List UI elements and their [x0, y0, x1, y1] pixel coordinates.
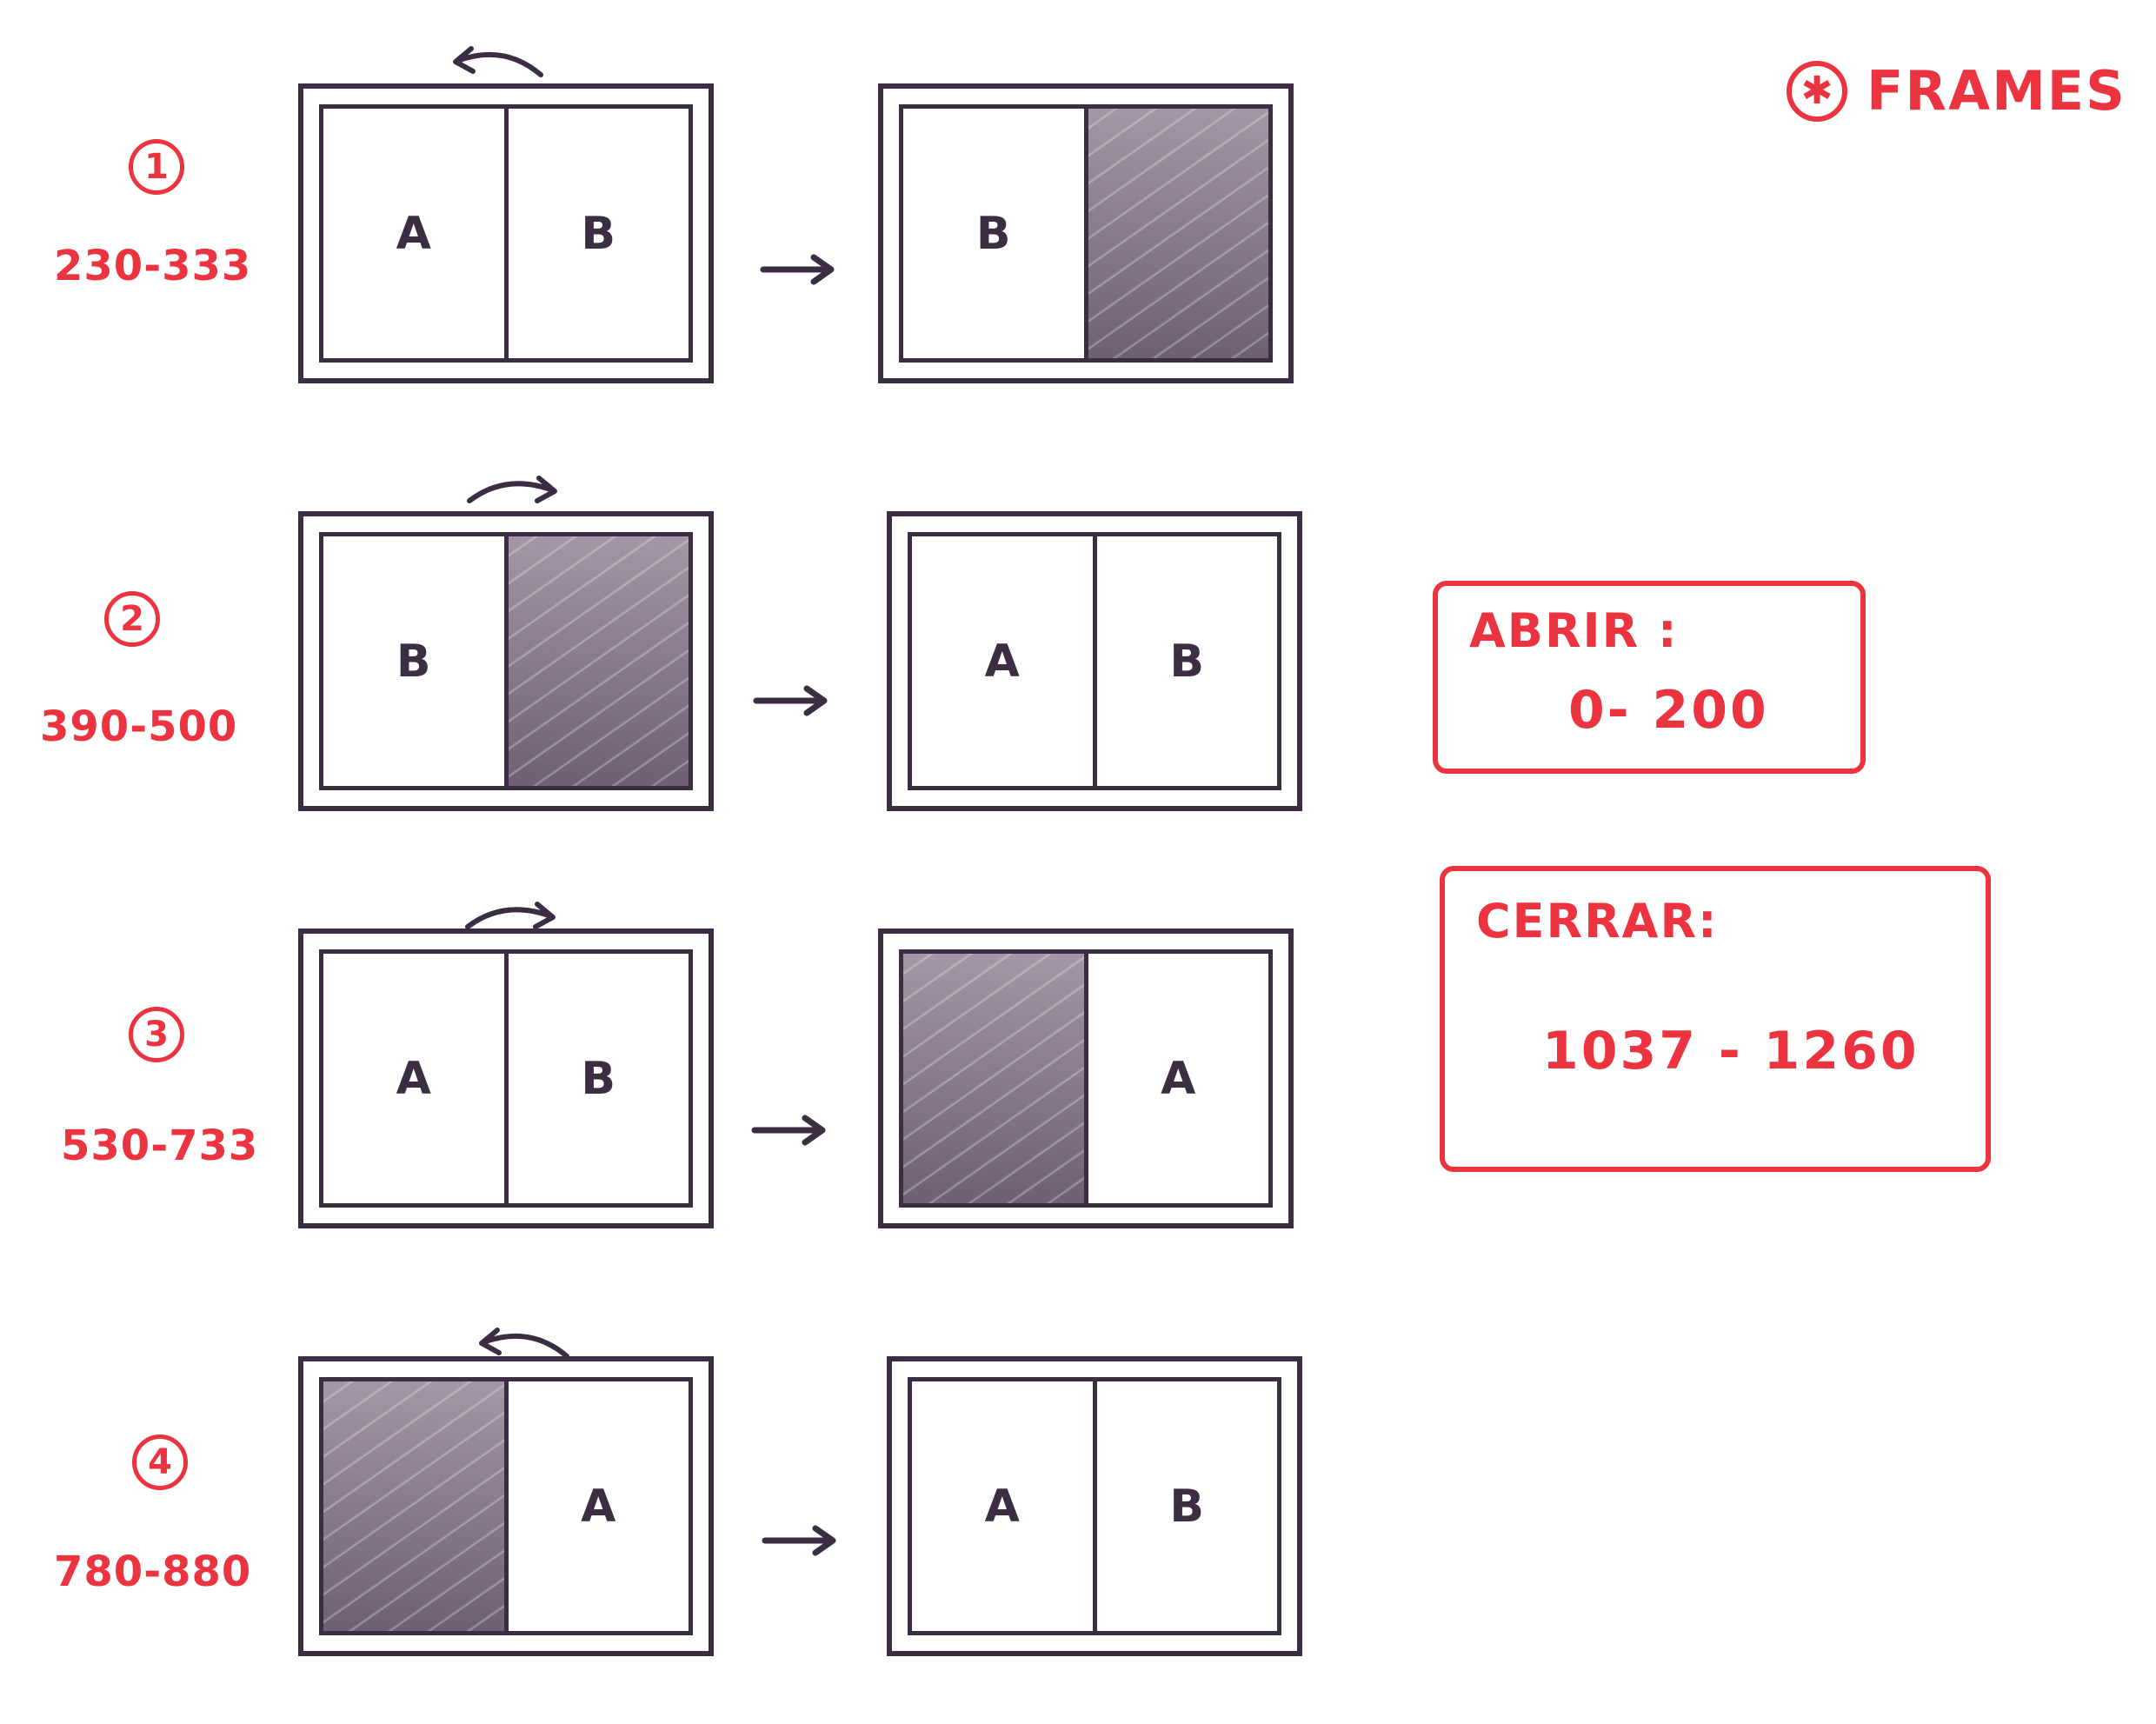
- right-panel-shaded: [1083, 109, 1268, 358]
- swing-right-arrow-icon: [467, 476, 557, 503]
- title: ✱ FRAMES: [1787, 59, 2126, 123]
- left-panel: B: [396, 635, 431, 688]
- open-note-value: 0- 200: [1568, 680, 1769, 741]
- step-number: 2: [104, 591, 160, 647]
- right-panel: A: [503, 1381, 689, 1631]
- right-arrow-icon: [753, 685, 828, 716]
- window-before: B: [298, 511, 714, 811]
- window-frame: B: [319, 532, 693, 790]
- asterisk-circle-icon: ✱: [1787, 60, 1847, 122]
- step-number: 4: [132, 1434, 188, 1490]
- title-text: FRAMES: [1867, 59, 2126, 123]
- right-panel: B: [1092, 1381, 1278, 1631]
- close-note: CERRAR: 1037 - 1260: [1440, 866, 1991, 1172]
- left-panel: A: [984, 1480, 1020, 1533]
- swing-right-arrow-icon: [465, 902, 556, 929]
- right-arrow-icon: [760, 254, 835, 285]
- right-panel: B: [503, 954, 689, 1203]
- right-arrow-icon: [762, 1525, 836, 1556]
- window-frame: A: [899, 949, 1273, 1208]
- right-panel-shaded: [503, 536, 689, 786]
- frame-range: 530-733: [61, 1122, 259, 1170]
- window-frame: B: [899, 104, 1273, 363]
- right-panel: B: [503, 109, 689, 358]
- frame-range: 390-500: [40, 702, 238, 751]
- swing-left-arrow-icon: [479, 1328, 569, 1359]
- step-number: 3: [129, 1007, 184, 1062]
- close-note-label: CERRAR:: [1476, 894, 1719, 949]
- open-note: ABRIR : 0- 200: [1433, 581, 1866, 774]
- frame-range: 230-333: [54, 242, 252, 290]
- left-panel: B: [975, 207, 1011, 260]
- left-panel-shaded: [323, 1381, 504, 1631]
- step-number: 1: [129, 139, 184, 195]
- open-note-label: ABRIR :: [1469, 603, 1679, 658]
- left-panel: A: [984, 635, 1020, 688]
- window-after: A: [878, 929, 1294, 1228]
- window-after: B: [878, 83, 1294, 383]
- left-panel-shaded: [903, 954, 1084, 1203]
- left-panel: A: [396, 207, 431, 260]
- right-panel: B: [1092, 536, 1278, 786]
- window-frame: A: [319, 1377, 693, 1635]
- right-panel: A: [1083, 954, 1269, 1203]
- window-before: A: [298, 1356, 714, 1656]
- close-note-value: 1037 - 1260: [1542, 1021, 1920, 1082]
- left-panel: A: [396, 1052, 431, 1105]
- frame-range: 780-880: [54, 1548, 252, 1596]
- right-arrow-icon: [751, 1115, 826, 1146]
- swing-left-arrow-icon: [453, 46, 543, 77]
